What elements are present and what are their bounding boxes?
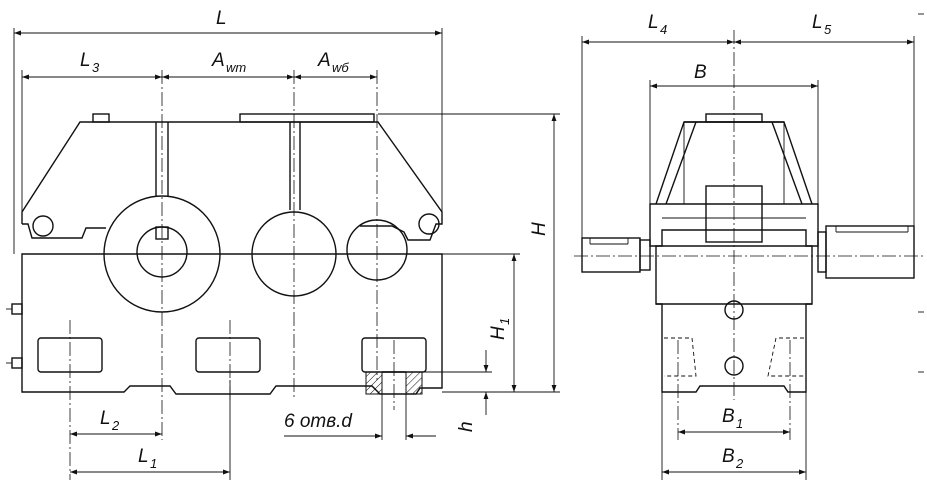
svg-text:3: 3 xyxy=(92,60,100,75)
svg-text:2: 2 xyxy=(735,456,744,471)
svg-text:wб: wб xyxy=(332,60,349,75)
dim-B1: B xyxy=(722,406,735,427)
svg-text:2: 2 xyxy=(111,418,120,433)
svg-text:1: 1 xyxy=(150,456,157,471)
dim-H1: H xyxy=(488,326,509,340)
lifting-lug-left xyxy=(32,215,54,237)
dim-L3: L xyxy=(80,50,91,71)
front-view: L L 3 A wт A wб H H 1 h L 2 L 1 6 отв.d xyxy=(6,8,560,480)
lifting-lug-right xyxy=(418,213,440,235)
housing-cover xyxy=(21,121,443,241)
dim-L5: L xyxy=(812,12,823,33)
dim-Awt: A xyxy=(211,50,225,71)
output-shaft xyxy=(825,225,915,279)
svg-text:1: 1 xyxy=(736,416,743,431)
dim-h: h xyxy=(456,421,477,432)
vent-plug xyxy=(92,113,110,123)
dim-H: H xyxy=(529,222,550,236)
svg-text:4: 4 xyxy=(660,22,667,37)
dim-L: L xyxy=(216,8,227,29)
svg-text:5: 5 xyxy=(824,22,832,37)
dim-B2: B xyxy=(722,446,735,467)
dim-L1: L xyxy=(138,446,149,467)
dim-L4: L xyxy=(648,12,659,33)
svg-text:1: 1 xyxy=(497,318,512,325)
svg-text:wт: wт xyxy=(226,60,246,75)
inspection-cover xyxy=(239,113,375,123)
dim-Awb: A xyxy=(317,50,331,71)
housing-base xyxy=(21,253,443,395)
dim-L2: L xyxy=(100,408,111,429)
dim-holes: 6 отв.d xyxy=(284,411,353,432)
dim-B: B xyxy=(694,62,707,83)
input-shaft xyxy=(581,237,641,273)
side-view: L 4 L 5 B B 1 B 2 xyxy=(574,12,924,480)
